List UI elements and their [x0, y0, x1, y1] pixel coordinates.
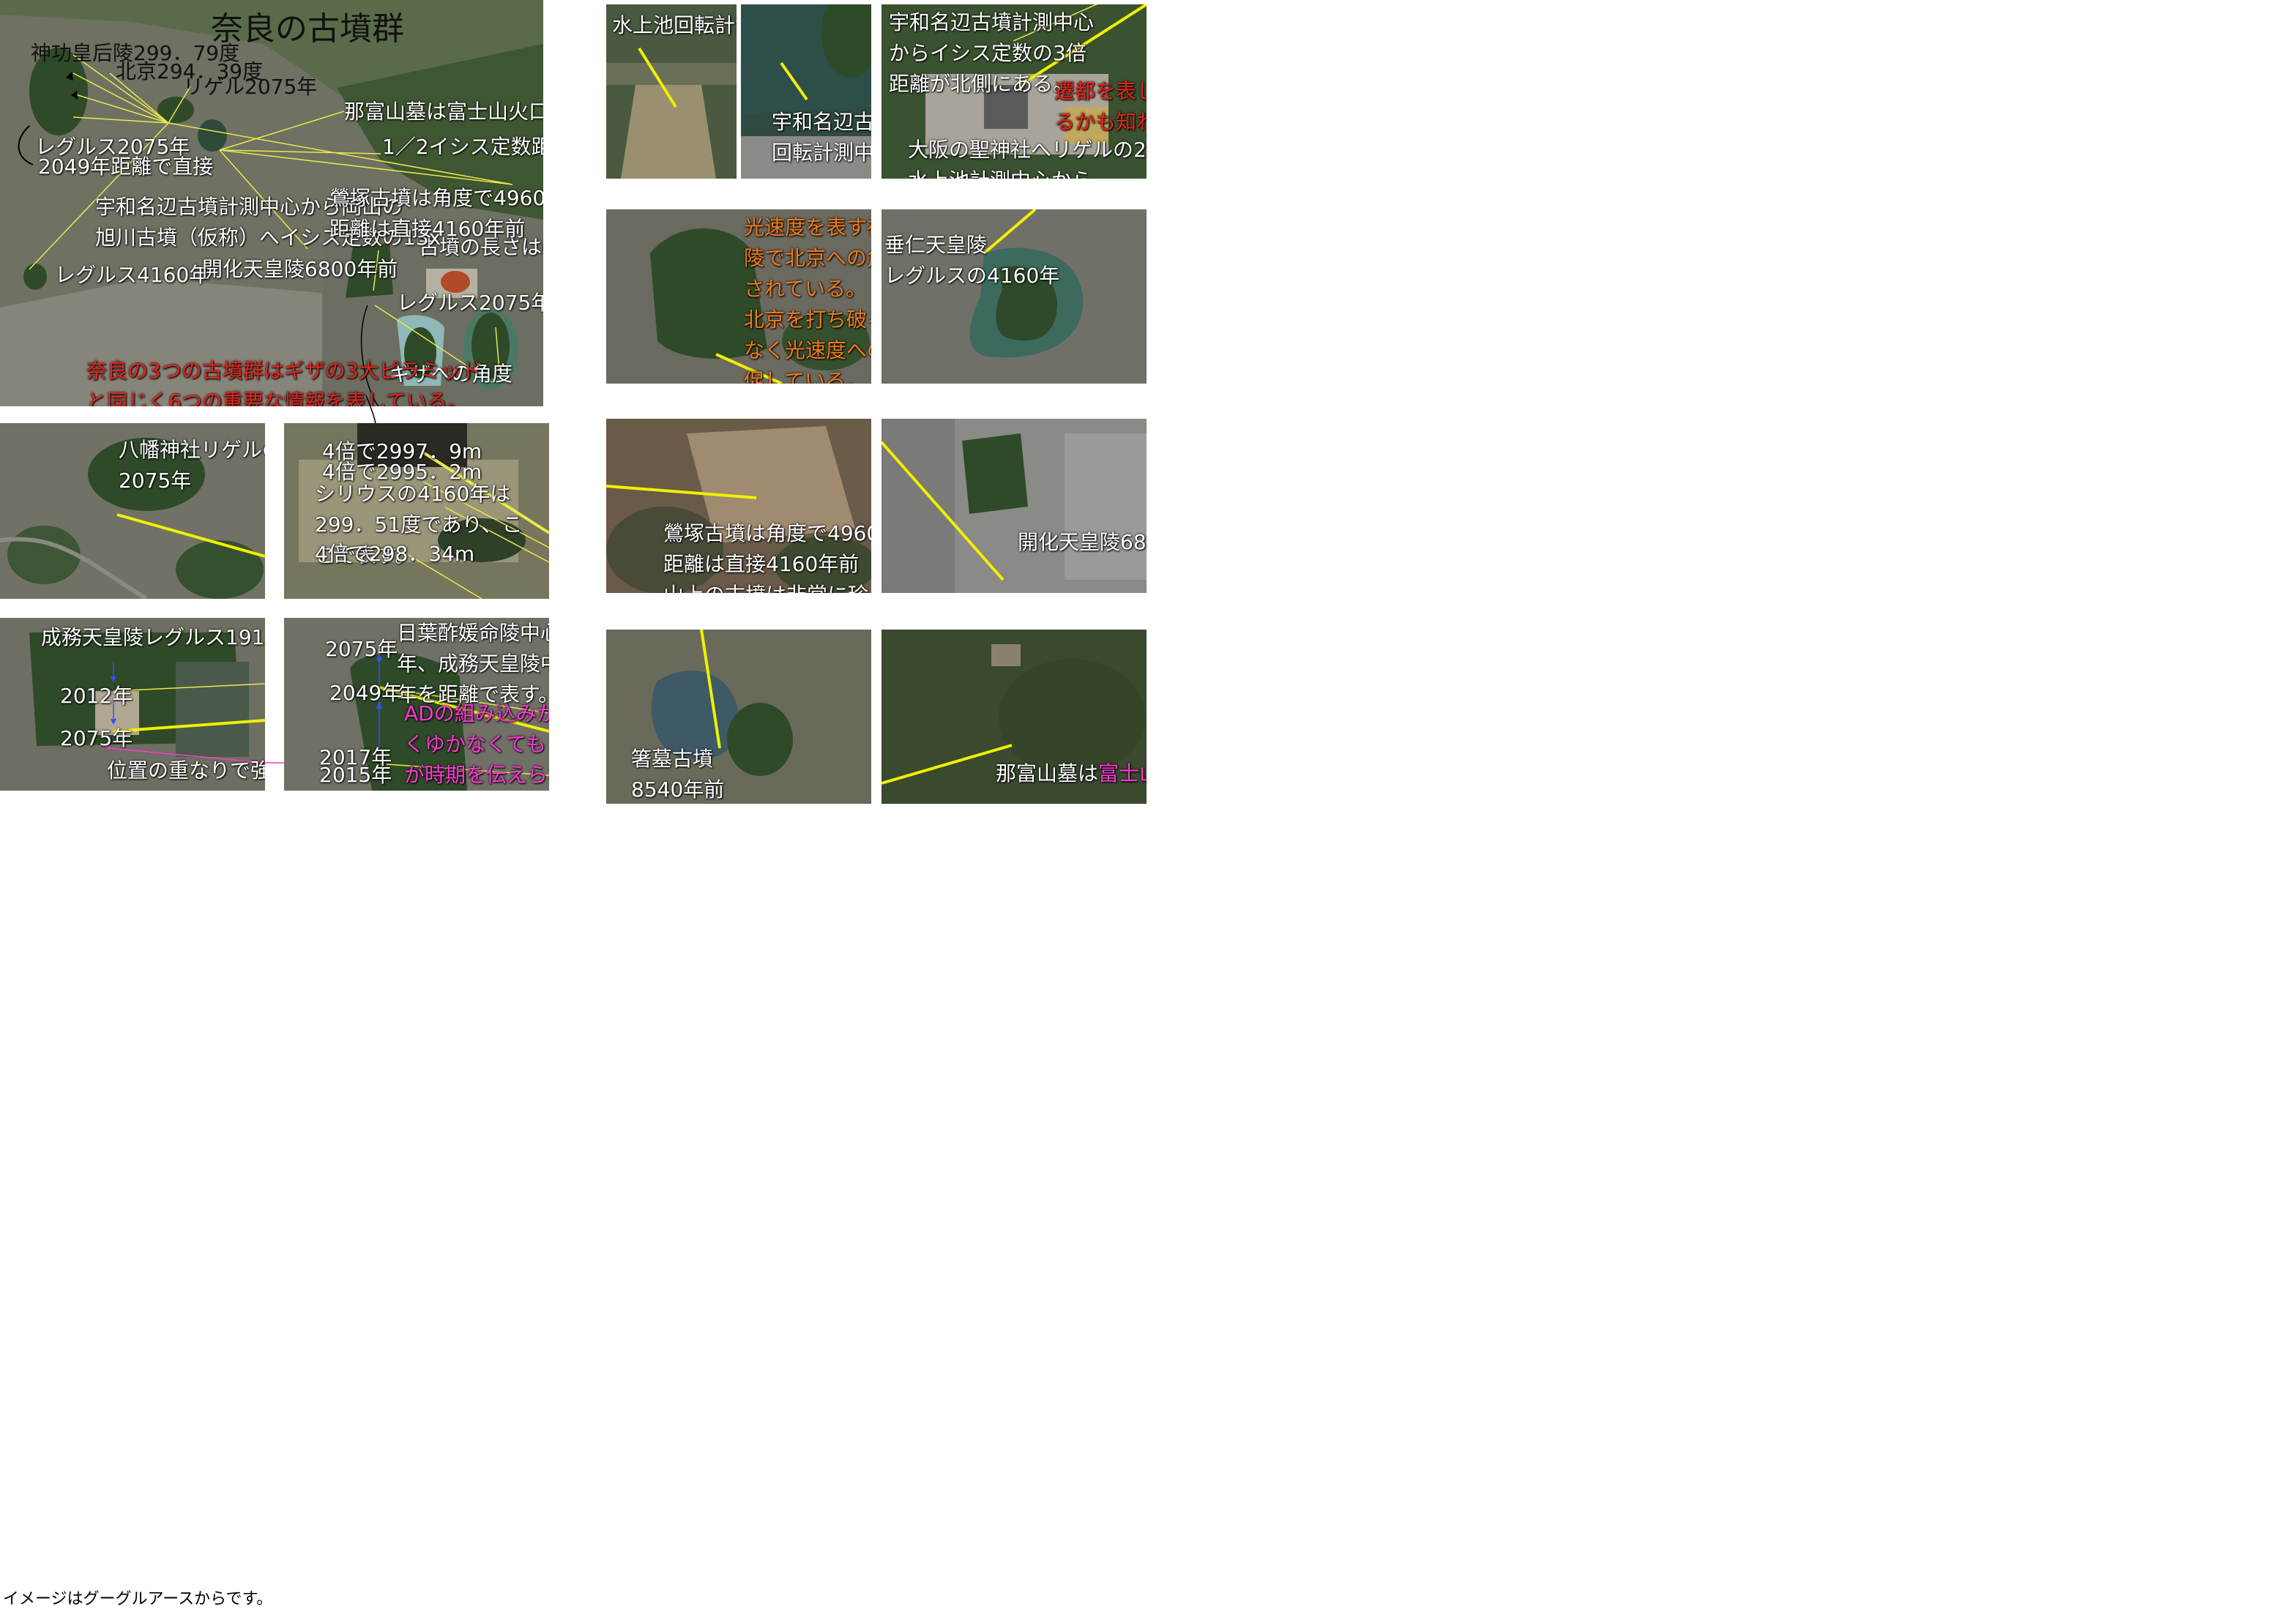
label-nafuyama: 那富山墓は富士山火口: [344, 100, 543, 124]
mizukami-label: 水上池回転計測中心: [612, 13, 737, 37]
hibasu-description: 日葉酢媛命陵中心で1912 年、成務天皇陵中心で2049 年を距離で表す。: [397, 621, 549, 706]
mizukami-panel: 水上池回転計測中心: [606, 4, 737, 179]
sirius-line-1: 4倍で2997．9m: [322, 439, 482, 463]
wanabe-label: 宇和名辺古墳 回転計測中心: [772, 110, 871, 165]
label-uguisuzuka: 鶯塚古墳は角度で4960年前、 距離は直接4160年前: [329, 186, 543, 241]
hashihaka-image: [606, 630, 871, 804]
inset-length-ratio: 古墳の長さは6対7: [419, 235, 543, 259]
seijinja-top-text: 宇和名辺古墳計測中心 からイシス定数の3倍 距離が北側にある。: [889, 10, 1095, 96]
inset-regulus-2075: レグルス2075年: [397, 291, 543, 315]
label-regulus-4160: レグルス4160年: [55, 263, 210, 287]
label-wanabe-okayama: 宇和名辺古墳計測中心から岡山の 旭川古墳（仮称）へイシス定数の13x: [95, 195, 441, 250]
suinin-label: 垂仁天皇陵 レグルスの4160年: [884, 233, 1060, 288]
jingu-image: [606, 209, 871, 384]
mizukami-image: [606, 4, 737, 179]
hibasu-year-2015: 2015年: [319, 763, 392, 787]
label-kaika-6800: 開化天皇陵6800年前: [202, 257, 398, 281]
sirius-line-3: シリウスの4160年は 299．51度であり、こ こで表す。: [315, 482, 523, 567]
seimu-year-2012: 2012年: [60, 684, 133, 708]
kaika-panel-label: 開化天皇陵6800年前: [1018, 530, 1147, 554]
nafuyama-panel: 那富山墓は富士山火口: [881, 630, 1147, 804]
seimu-caption: 位置の重なりで強調を表す。: [107, 758, 265, 783]
jingu-panel: 光速度を表す神功皇后 陵で北京への角度が表 されている。 北京を打ち破るのでは …: [606, 209, 871, 384]
hibasu-year-2049: 2049年: [329, 681, 403, 705]
label-isis-half: 1／2イシス定数距離: [382, 135, 543, 159]
uguisu-label: 鶯塚古墳は角度で4960年前、 距離は直接4160年前 山上の古墳は非常に珍しく…: [663, 521, 871, 593]
main-map-panel: 古墳の長さは6対7 レグルス2075年 ギザへの角度 奈良の古墳群 神功皇后陵2…: [0, 0, 543, 406]
main-map-title: 奈良の古墳群: [211, 10, 404, 48]
hashihaka-panel: 箸墓古墳 8540年前: [606, 630, 871, 804]
main-map-summary: 奈良の3つの古墳群はギザの3大ピラミッド と同じく6つの重要な情報を表している。: [86, 359, 482, 406]
wanabe-panel: 宇和名辺古墳 回転計測中心: [741, 4, 871, 179]
label-jingu: 神功皇后陵299．79度: [31, 41, 240, 65]
main-map-inset: 古墳の長さは6対7 レグルス2075年 ギザへの角度: [324, 225, 543, 406]
seijinja-bottom-text: 大阪の聖神社へリゲルの2062年 水上池計測中心から: [908, 138, 1147, 179]
inset-image: [324, 225, 543, 406]
label-rigel-2075: リゲル2075年: [183, 75, 318, 99]
seijinja-red-note: 遷都を表してい るかも知れない。: [1054, 79, 1147, 134]
label-beijing: 北京294．39度: [116, 59, 264, 83]
sirius-line-2: 4倍で2995．2m: [322, 460, 482, 484]
label-regulus-2075: レグルス2075年: [35, 135, 190, 159]
hibasu-note: ADの組み込みが上手 くゆかなくてもレグルス が時期を伝えられる。: [404, 701, 549, 787]
uguisu-image: [606, 419, 871, 593]
nafuyama-label-prefix: 那富山墓は: [996, 761, 1099, 786]
uguisu-panel: 鶯塚古墳は角度で4960年前、 距離は直接4160年前 山上の古墳は非常に珍しく…: [606, 419, 871, 593]
seimu-image: [0, 618, 265, 791]
main-map-image: [0, 0, 543, 406]
inset-giza-angle: ギザへの角度: [390, 362, 513, 386]
hibasu-image: [284, 618, 549, 791]
suinin-panel: 垂仁天皇陵 レグルスの4160年: [881, 209, 1147, 384]
label-distance-2049: 2049年距離で直接: [38, 154, 214, 179]
hashihaka-label: 箸墓古墳 8540年前: [631, 747, 725, 802]
hibasu-panel: 日葉酢媛命陵中心で1912 年、成務天皇陵中心で2049 年を距離で表す。 20…: [284, 618, 549, 791]
hibasu-year-2017: 2017年: [319, 745, 392, 769]
sirius-line-4: 4倍で298．34m: [315, 542, 475, 566]
footer-credit: イメージはグーグルアースからです。: [3, 1590, 273, 1608]
sirius-panel: 4倍で2997．9m 4倍で2995．2m シリウスの4160年は 299．51…: [284, 423, 549, 599]
nafuyama-panel-label: 那富山墓は富士山火口: [996, 758, 1147, 789]
suinin-image: [881, 209, 1147, 384]
nafuyama-label-highlight: 富士山火口: [1098, 761, 1147, 786]
nafuyama-image: [881, 630, 1147, 804]
hachiman-image: [0, 423, 265, 599]
kaika-panel: 開化天皇陵6800年前: [881, 419, 1147, 593]
kaika-image: [881, 419, 1147, 593]
seijinja-image: [881, 4, 1147, 179]
hibasu-year-2075: 2075年: [325, 637, 398, 661]
sirius-image: [284, 423, 549, 599]
jingu-panel-label: 光速度を表す神功皇后 陵で北京への角度が表 されている。 北京を打ち破るのでは …: [744, 215, 871, 384]
seimu-year-2075: 2075年: [60, 726, 133, 750]
seijinja-panel: 宇和名辺古墳計測中心 からイシス定数の3倍 距離が北側にある。 遷都を表してい …: [881, 4, 1147, 179]
wanabe-image: [741, 4, 871, 179]
hachiman-label: 八幡神社リゲルの1912～ 2075年: [119, 438, 265, 493]
hachiman-panel: 八幡神社リゲルの1912～ 2075年: [0, 423, 265, 599]
